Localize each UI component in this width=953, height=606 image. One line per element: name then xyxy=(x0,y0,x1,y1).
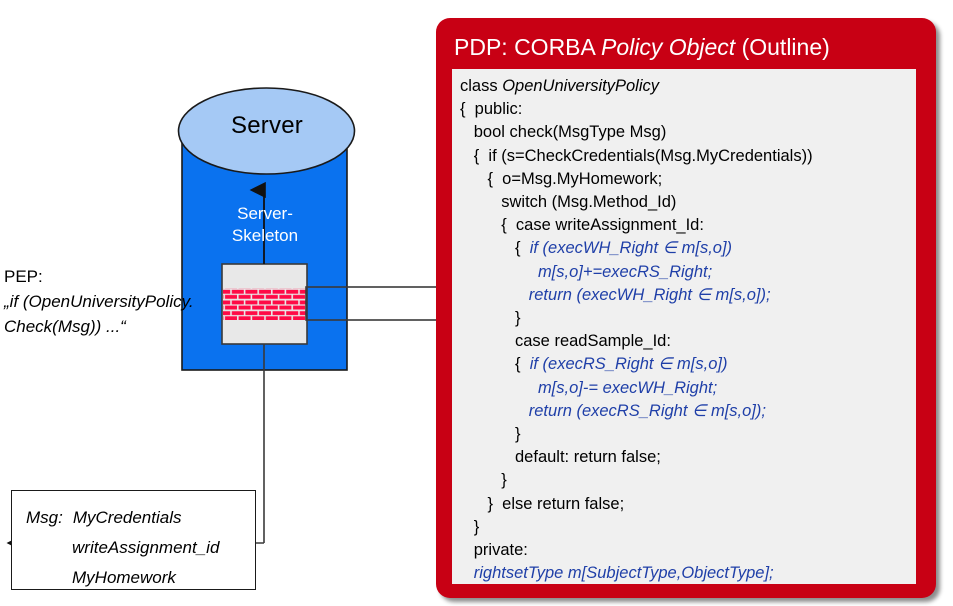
code-span-9-0 xyxy=(460,286,529,304)
code-line-14: return (execRS_Right ∈ m[s,o]); xyxy=(460,400,908,423)
pdp-panel: PDP: CORBA Policy Object (Outline) class… xyxy=(436,18,936,598)
msg-value-0: MyCredentials xyxy=(72,508,182,527)
code-line-8: m[s,o]+=execRS_Right; xyxy=(460,261,908,284)
code-line-0: class OpenUniversityPolicy xyxy=(460,75,908,98)
pep-annotation: PEP: „if (OpenUniversityPolicy. Check(Ms… xyxy=(4,264,239,339)
code-line-2: bool check(MsgType Msg) xyxy=(460,121,908,144)
code-span-3-0: { if (s=CheckCredentials(Msg.MyCredentia… xyxy=(460,146,813,165)
pdp-title-italic: Policy Object xyxy=(600,34,736,60)
msg-value-2: MyHomework xyxy=(72,568,176,587)
firewall-bricks-icon xyxy=(223,288,306,320)
server-skeleton-line2: Skeleton xyxy=(231,226,299,245)
code-span-18-0: } else return false; xyxy=(460,494,625,513)
code-span-7-0: { xyxy=(460,239,530,258)
code-span-6-0: { case writeAssignment_Id: xyxy=(460,216,704,235)
code-span-0-1: OpenUniversityPolicy xyxy=(502,77,659,95)
code-span-14-0 xyxy=(460,402,529,420)
server-skeleton-label: Server- Skeleton xyxy=(182,203,348,247)
code-line-9: return (execWH_Right ∈ m[s,o]); xyxy=(460,284,908,307)
code-span-12-1: if (execRS_Right ∈ m[s,o]) xyxy=(529,355,728,374)
code-line-1: { public: xyxy=(460,98,908,121)
code-line-13: m[s,o]-= execWH_Right; xyxy=(460,377,908,400)
pep-title: PEP: xyxy=(4,267,43,286)
code-span-8-1: m[s,o]+=execRS_Right; xyxy=(537,262,713,281)
code-line-17: } xyxy=(460,469,908,492)
pep-quote-line1: „if (OpenUniversityPolicy. xyxy=(4,292,194,311)
code-line-3: { if (s=CheckCredentials(Msg.MyCredentia… xyxy=(460,145,908,168)
pep-quote-line2: Check(Msg)) ...“ xyxy=(4,317,126,336)
msg-line-0: Msg: MyCredentials xyxy=(26,503,219,533)
code-span-8-0 xyxy=(460,263,538,281)
code-span-9-1: return (execWH_Right ∈ m[s,o]); xyxy=(528,285,771,304)
pdp-title-prefix: PDP: CORBA xyxy=(454,34,601,60)
msg-line-2: MyHomework xyxy=(26,563,219,593)
code-span-11-0: case readSample_Id: xyxy=(460,332,671,351)
code-line-11: case readSample_Id: xyxy=(460,330,908,353)
code-span-21-0 xyxy=(460,564,474,582)
msg-value-1: writeAssignment_id xyxy=(72,538,220,557)
code-line-15: } xyxy=(460,423,908,446)
code-span-2-0: bool check(MsgType Msg) xyxy=(460,123,667,142)
msg-key: Msg: xyxy=(26,508,63,527)
pdp-title-suffix: (Outline) xyxy=(735,34,830,60)
code-span-19-0: } xyxy=(460,517,480,536)
code-line-6: { case writeAssignment_Id: xyxy=(460,214,908,237)
msg-box: Msg: MyCredentials writeAssignment_id MyH… xyxy=(11,490,256,590)
msg-box-content: Msg: MyCredentials writeAssignment_id MyH… xyxy=(26,503,219,593)
code-span-4-0: { o=Msg.MyHomework; xyxy=(460,169,663,188)
code-span-7-1: if (execWH_Right ∈ m[s,o]) xyxy=(529,239,733,258)
code-span-0-0: class xyxy=(460,77,503,95)
code-span-10-0: } xyxy=(460,309,521,328)
code-span-17-0: } xyxy=(460,471,507,490)
server-label: Server xyxy=(231,112,303,139)
code-span-1-0: { public: xyxy=(460,100,523,119)
code-line-12: { if (execRS_Right ∈ m[s,o]) xyxy=(460,353,908,376)
pdp-code-listing: class OpenUniversityPolicy { public: bool… xyxy=(452,69,916,584)
code-line-16: default: return false; xyxy=(460,446,908,469)
server-skeleton-line1: Server- xyxy=(237,204,293,223)
code-line-4: { o=Msg.MyHomework; xyxy=(460,168,908,191)
code-span-13-0 xyxy=(460,379,538,397)
code-line-19: } xyxy=(460,516,908,539)
code-span-21-1: rightsetType m[SubjectType,ObjectType]; xyxy=(473,564,774,583)
code-line-18: } else return false; xyxy=(460,493,908,516)
code-span-15-0: } xyxy=(460,425,521,444)
code-line-21: rightsetType m[SubjectType,ObjectType]; xyxy=(460,562,908,584)
msg-line-1: writeAssignment_id xyxy=(26,533,219,563)
code-span-20-0: private: xyxy=(460,541,528,560)
pdp-panel-title: PDP: CORBA Policy Object (Outline) xyxy=(454,34,830,61)
code-line-5: switch (Msg.Method_Id) xyxy=(460,191,908,214)
code-line-10: } xyxy=(460,307,908,330)
code-span-16-0: default: return false; xyxy=(460,448,661,467)
code-line-7: { if (execWH_Right ∈ m[s,o]) xyxy=(460,237,908,260)
code-span-14-1: return (execRS_Right ∈ m[s,o]); xyxy=(528,401,766,420)
code-span-13-1: m[s,o]-= execWH_Right; xyxy=(537,378,718,397)
code-line-20: private: xyxy=(460,539,908,562)
code-span-12-0: { xyxy=(460,355,530,374)
code-span-5-0: switch (Msg.Method_Id) xyxy=(460,193,677,212)
